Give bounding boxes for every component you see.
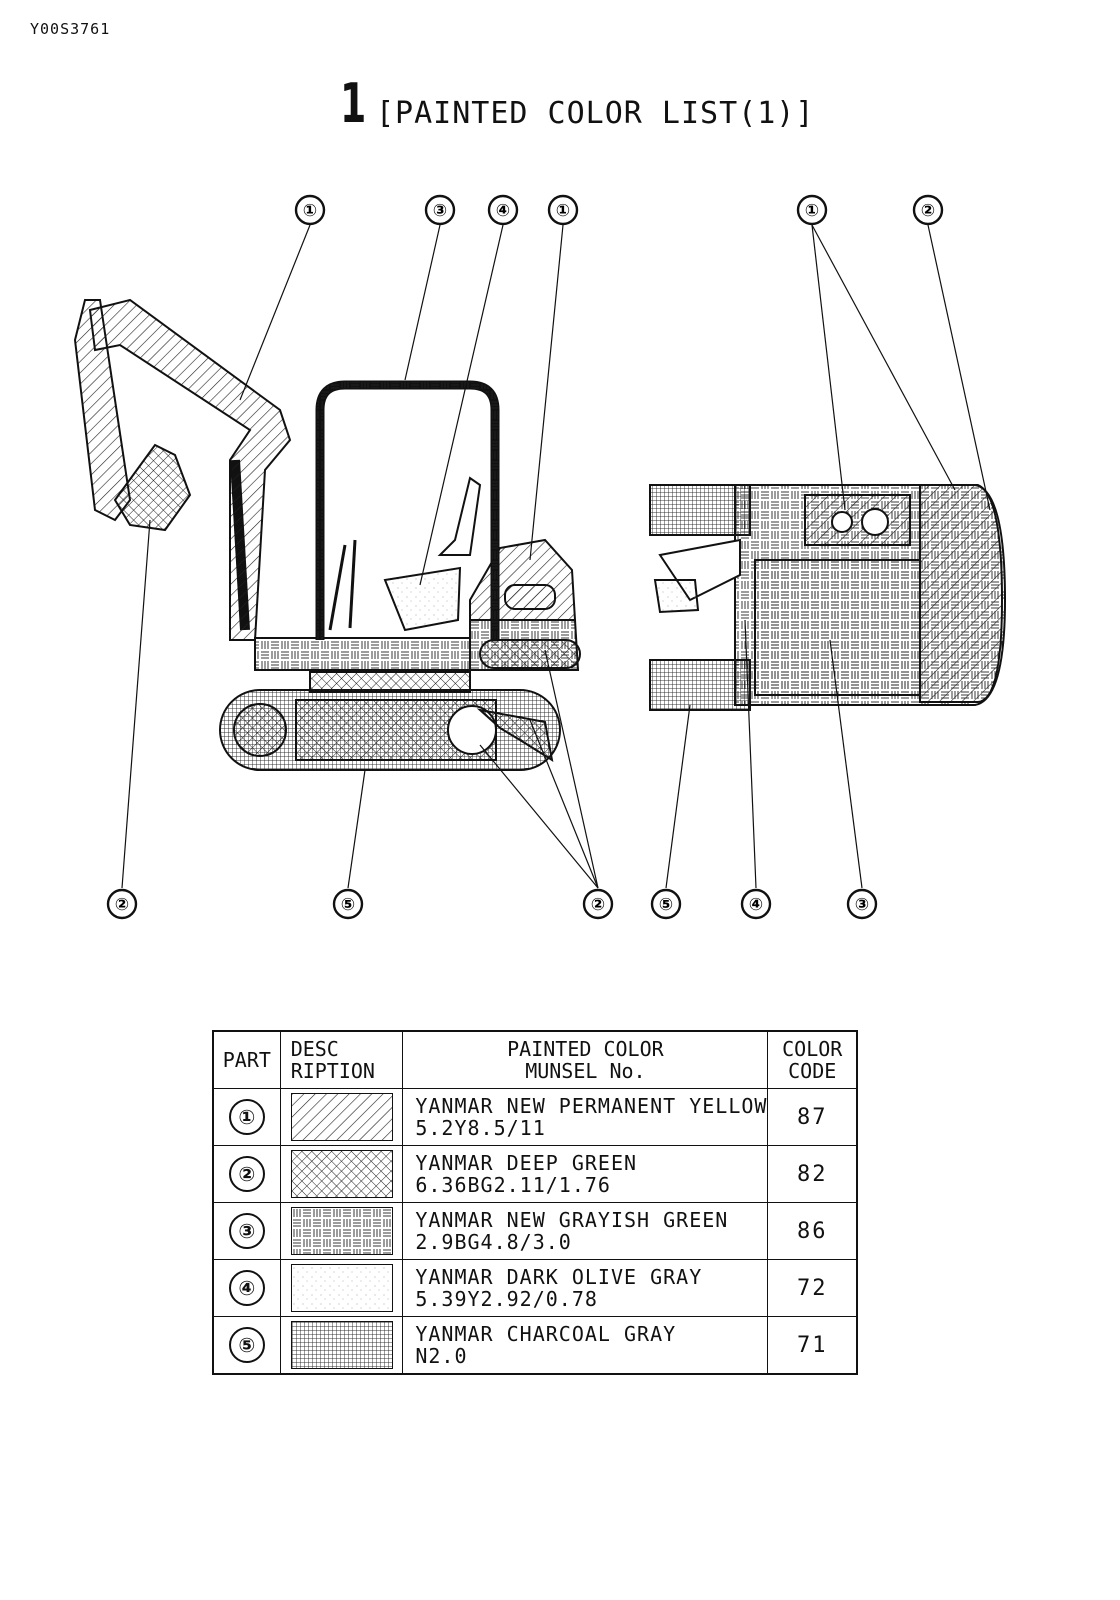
swatch-basket-weave	[290, 1207, 393, 1255]
header-painted-color: PAINTED COLOR MUNSEL No.	[402, 1030, 769, 1089]
painted-color-table: PART DESC RIPTION PAINTED COLOR MUNSEL N…	[212, 1030, 858, 1375]
header-part: PART	[212, 1030, 281, 1089]
hood-top	[919, 484, 1004, 703]
callout-right-2: ②	[912, 194, 944, 226]
svg-text:①: ①	[303, 201, 317, 221]
counterweight-panel	[479, 639, 581, 669]
munsell-number: N2.0	[415, 1344, 468, 1368]
header-code-line1: COLOR	[782, 1037, 843, 1061]
color-name: YANMAR CHARCOAL GRAY	[415, 1322, 677, 1346]
header-description: DESC RIPTION	[279, 1030, 404, 1089]
leader-lines	[121, 224, 991, 889]
part-number: ③	[228, 1213, 265, 1249]
table-row: ⑤ YANMAR CHARCOAL GRAY N2.0 71	[212, 1316, 858, 1375]
part-number: ②	[228, 1156, 265, 1192]
callouts-right: ① ② ⑤ ④ ③	[650, 194, 944, 920]
arm	[73, 299, 132, 522]
header-desc-line1: DESC	[290, 1037, 339, 1061]
swatch-diagonal-hatch	[290, 1093, 393, 1141]
color-name: YANMAR DEEP GREEN	[415, 1151, 638, 1175]
color-code: 71	[767, 1316, 858, 1375]
title-text: [PAINTED COLOR LIST(1)]	[376, 96, 815, 131]
excavator-drawing: ① ③ ④ ① ② ⑤ ② ①	[73, 194, 1007, 920]
header-color-line2: MUNSEL No.	[525, 1059, 646, 1083]
svg-text:①: ①	[805, 201, 819, 221]
svg-text:⑤: ⑤	[341, 895, 355, 915]
part-number: ④	[228, 1270, 265, 1306]
color-code: 87	[767, 1088, 858, 1146]
swatch-fine-grid	[290, 1321, 393, 1369]
part-number: ①	[228, 1099, 265, 1135]
color-name: YANMAR NEW GRAYISH GREEN	[415, 1208, 729, 1232]
document-id: Y00S3761	[30, 20, 111, 38]
swatch-light-stipple	[290, 1264, 393, 1312]
table-header-row: PART DESC RIPTION PAINTED COLOR MUNSEL N…	[212, 1030, 858, 1089]
table-row: ② YANMAR DEEP GREEN 6.36BG2.11/1.76 82	[212, 1145, 858, 1203]
color-code: 86	[767, 1202, 858, 1260]
callout-top-1b: ①	[547, 194, 579, 226]
svg-text:①: ①	[556, 201, 570, 221]
part-number: ⑤	[228, 1327, 265, 1363]
table-row: ③ YANMAR NEW GRAYISH GREEN 2.9BG4.8/3.0 …	[212, 1202, 858, 1260]
header-desc-line2: RIPTION	[290, 1059, 375, 1083]
header-color-line1: PAINTED COLOR	[507, 1037, 664, 1061]
callout-top-4: ④	[487, 194, 519, 226]
color-name: YANMAR NEW PERMANENT YELLOW	[415, 1094, 768, 1118]
callout-bottom-2: ②	[106, 888, 138, 920]
svg-text:③: ③	[855, 895, 869, 915]
upper-frame	[254, 637, 471, 671]
bucket	[113, 443, 192, 532]
callout-top-1: ①	[294, 194, 326, 226]
track-top-upper	[649, 484, 751, 536]
table-row: ① YANMAR NEW PERMANENT YELLOW 5.2Y8.5/11…	[212, 1088, 858, 1146]
color-code: 72	[767, 1259, 858, 1317]
svg-text:②: ②	[921, 201, 935, 221]
callout-right-3: ③	[846, 888, 878, 920]
munsell-number: 5.2Y8.5/11	[415, 1116, 546, 1140]
svg-text:④: ④	[496, 201, 510, 221]
swatch-cross-hatch	[290, 1150, 393, 1198]
callout-bottom-2b: ②	[582, 888, 614, 920]
callout-right-4: ④	[740, 888, 772, 920]
page-title: 1[PAINTED COLOR LIST(1)]	[340, 72, 815, 135]
color-name: YANMAR DARK OLIVE GRAY	[415, 1265, 703, 1289]
callout-right-5: ⑤	[650, 888, 682, 920]
munsell-number: 6.36BG2.11/1.76	[415, 1173, 611, 1197]
side-view	[73, 298, 581, 771]
dozer-blade	[476, 708, 554, 763]
operator-console	[383, 566, 462, 632]
svg-text:②: ②	[591, 895, 605, 915]
callout-top-3: ③	[424, 194, 456, 226]
color-code: 82	[767, 1145, 858, 1203]
table-row: ④ YANMAR DARK OLIVE GRAY 5.39Y2.92/0.78 …	[212, 1259, 858, 1317]
callout-right-1: ①	[796, 194, 828, 226]
svg-text:②: ②	[115, 895, 129, 915]
svg-text:⑤: ⑤	[659, 895, 673, 915]
floor-plate	[754, 559, 921, 696]
header-code-line2: CODE	[788, 1059, 837, 1083]
svg-text:④: ④	[749, 895, 763, 915]
top-view	[649, 484, 1007, 711]
idler-wheel	[233, 703, 287, 757]
munsell-number: 5.39Y2.92/0.78	[415, 1287, 598, 1311]
callouts-left: ① ③ ④ ① ② ⑤ ②	[106, 194, 614, 920]
track-top-lower	[649, 659, 751, 711]
header-color-code: COLOR CODE	[767, 1030, 858, 1089]
munsell-number: 2.9BG4.8/3.0	[415, 1230, 572, 1254]
callout-bottom-5: ⑤	[332, 888, 364, 920]
svg-text:③: ③	[433, 201, 447, 221]
